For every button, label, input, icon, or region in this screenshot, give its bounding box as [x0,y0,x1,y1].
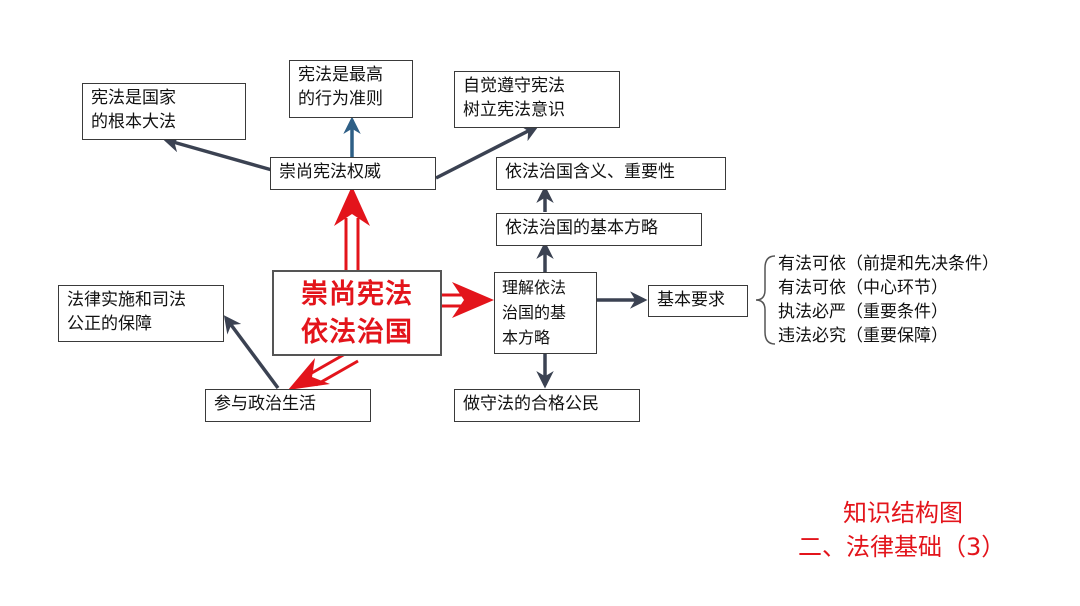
requirement-item: 违法必究（重要保障） [778,326,948,346]
requirements-brace [755,255,776,345]
requirement-item: 有法可依（中心环节） [778,278,948,298]
node-center-topic: 崇尚宪法 依法治国 [272,270,442,356]
node-supreme-norm: 宪法是最高 的行为准则 [289,60,413,118]
node-consciously-abide: 自觉遵守宪法 树立宪法意识 [454,71,620,128]
node-respect-constitution: 崇尚宪法权威 [270,157,436,190]
arrow-to-judicial-guarantee [223,315,280,390]
node-law-abiding-citizen: 做守法的合格公民 [454,389,640,422]
node-basic-strategy: 依法治国的基本方略 [496,213,702,246]
node-basic-requirements: 基本要求 [648,285,748,317]
node-understand-strategy: 理解依法 治国的基 本方略 [494,272,597,354]
caption-title: 知识结构图 [843,499,963,527]
red-arrow-right [442,282,494,318]
node-rule-of-law-meaning: 依法治国含义、重要性 [496,157,726,190]
node-fundamental-law: 宪法是国家 的根本大法 [82,83,246,140]
node-political-participation: 参与政治生活 [205,389,371,422]
requirement-item: 有法可依（前提和先决条件） [778,254,999,274]
arrow-to-fundamental-law [162,135,273,172]
red-arrow-down-left [288,348,359,390]
caption-subtitle: 二、法律基础（3） [798,533,1006,561]
requirements-list: 有法可依（前提和先决条件） 有法可依（中心环节） 执法必严（重要条件） 违法必究… [778,252,999,348]
red-arrow-up [334,186,370,272]
arrow-to-consciously-abide [435,125,540,180]
node-judicial-guarantee: 法律实施和司法 公正的保障 [58,285,224,342]
requirement-item: 执法必严（重要条件） [778,302,948,322]
